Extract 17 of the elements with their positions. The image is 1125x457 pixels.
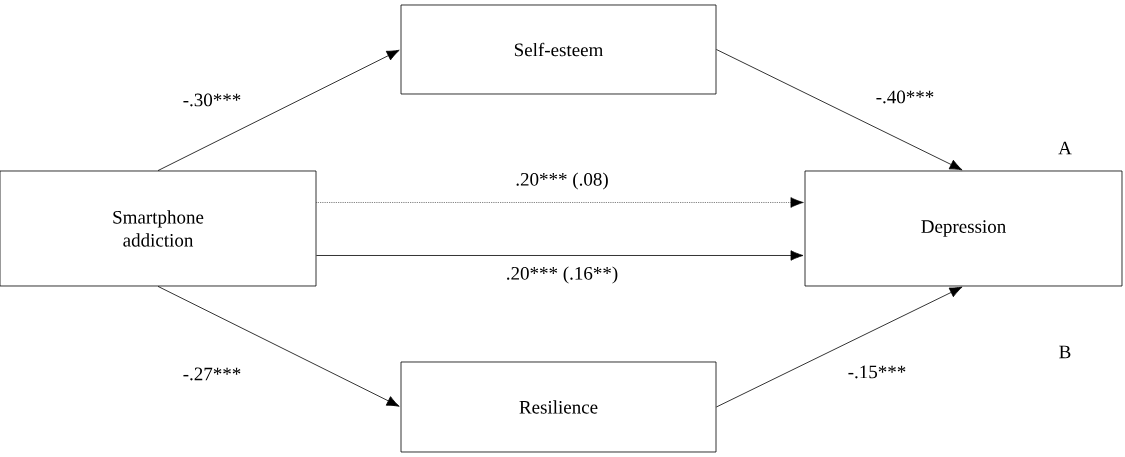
panel-label: B (1059, 345, 1071, 359)
edge-label: -.30*** (181, 92, 243, 108)
edge-label: -.40*** (874, 89, 936, 105)
arrow (316, 250, 804, 261)
arrow (716, 49, 963, 171)
edge-label: .20*** (.16**) (504, 265, 620, 285)
variable-box: Depression (804, 170, 1123, 287)
variable-box: Resilience (400, 361, 717, 453)
edge-label: -.15*** (846, 364, 908, 380)
arrow (316, 197, 804, 208)
variable-box: Smartphone addiction (0, 170, 317, 287)
arrow (157, 286, 400, 407)
arrow (716, 286, 963, 408)
variable-box: Self-esteem (400, 4, 717, 95)
edge-label: -.27*** (181, 366, 243, 382)
arrow (157, 49, 400, 171)
edge-label: .20*** (.08) (514, 171, 610, 191)
